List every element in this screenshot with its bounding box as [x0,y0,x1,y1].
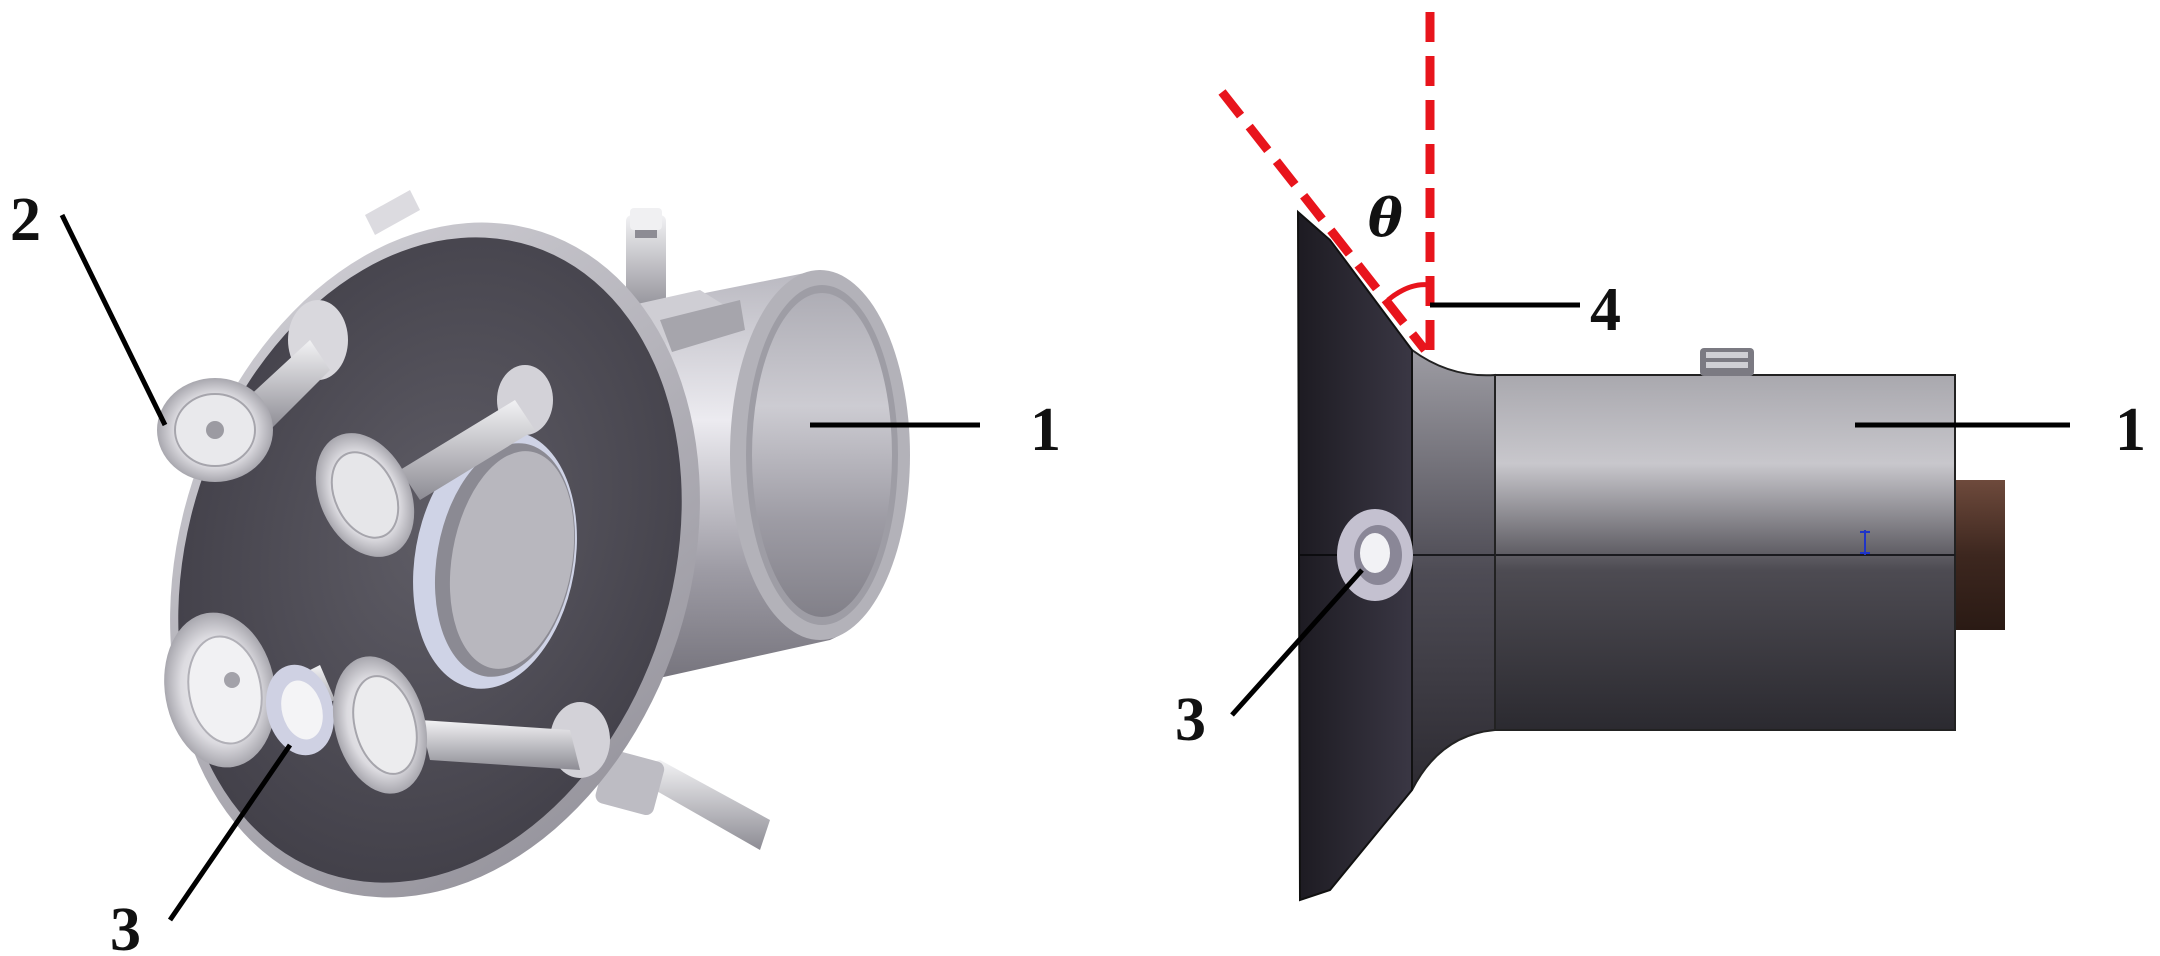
nozzle-upper-left [157,300,348,482]
label-right-body: 1 [2115,396,2146,464]
angle-theta-symbol: θ [1368,188,1403,249]
label-left-body: 1 [1030,396,1061,464]
leader-line-left-3 [167,743,293,922]
label-right-angle: 4 [1590,276,1621,344]
end-cap [1950,480,2005,630]
angle-arc [1386,282,1431,302]
leader-line-right-3 [1230,568,1364,717]
left-isometric-view [157,190,910,898]
label-right-outlet: 3 [1175,686,1206,754]
nozzle-lower-left [164,612,335,768]
flared-neck [1411,348,1496,791]
angle-guide-cone [1218,89,1429,353]
label-left-outlet: 3 [110,896,141,956]
top-left-fitting [365,190,420,235]
center-marker [1860,530,1870,555]
right-side-view [1296,209,2005,902]
nozzle-lower-right [332,656,610,794]
cylinder-body-side [1494,374,1956,731]
right-lower-fitting [595,749,770,850]
flange-disc [170,222,700,898]
nozzle-center [315,365,553,557]
label-left-nozzle: 2 [10,186,41,254]
outlet-ring-left [265,664,335,756]
top-fitting-side [1700,348,1754,376]
leader-line-left-2 [59,213,168,427]
